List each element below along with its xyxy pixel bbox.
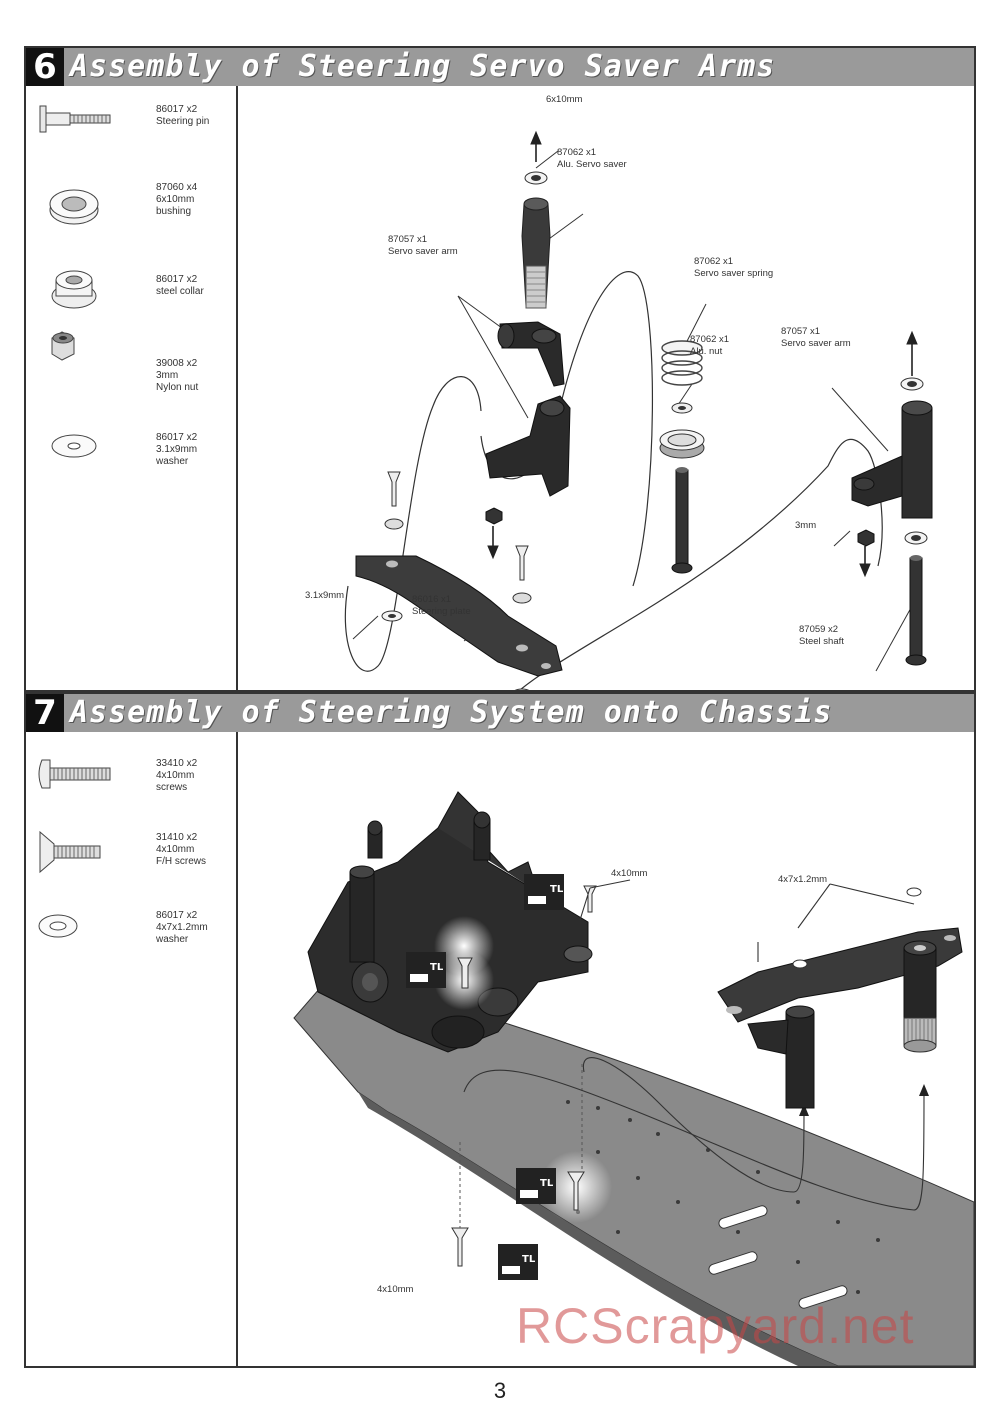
bushing-icon: [49, 189, 99, 225]
callout-spring-code: 87062 x1: [694, 256, 734, 267]
part-code: 86017 x2: [156, 432, 198, 443]
callout-plate-code: 86016 x1: [412, 594, 452, 605]
watermark: RCScrapyard.net: [516, 1298, 915, 1354]
servo-saver-exploded-diagram: [344, 130, 933, 690]
threadlock-badge: TL: [406, 952, 446, 988]
nylon-nut-icon: [51, 331, 75, 361]
section-7-header: 7 Assembly of Steering System onto Chass…: [26, 694, 974, 732]
callout-servo-arm-left-code: 87057 x1: [388, 234, 428, 245]
washer-icon: [38, 914, 78, 938]
part-name: 4x7x1.2mm: [156, 922, 208, 933]
part-code: 39008 x2: [156, 358, 198, 369]
callout-nut-3mm: 3mm: [795, 520, 817, 531]
part-name: 3mm: [156, 370, 179, 381]
section-title: Assembly of Steering System onto Chassis: [70, 695, 833, 730]
part-name: Steering pin: [156, 116, 210, 127]
svg-text:TL: TL: [430, 962, 444, 973]
part-code: 86017 x2: [156, 104, 198, 115]
part-name-2: bushing: [156, 206, 192, 217]
part-name: 6x10mm: [156, 194, 195, 205]
part-name: 4x10mm: [156, 770, 195, 781]
part-code: 86017 x2: [156, 274, 198, 285]
part-name: steel collar: [156, 286, 204, 297]
chassis-assembly-diagram: TL TL TL TL: [293, 791, 974, 1366]
callout-servo-saver-code: 87062 x1: [557, 147, 597, 158]
svg-text:TL: TL: [540, 1178, 554, 1189]
part-name: 4x10mm: [156, 844, 195, 855]
part-name-2: Nylon nut: [156, 382, 199, 393]
callout-screw-top: 4x10mm: [611, 868, 648, 879]
part-code: 86017 x2: [156, 910, 198, 921]
callout-washer-top: 4x7x1.2mm: [778, 874, 828, 885]
threadlock-badge: TL: [516, 1168, 556, 1204]
steel-collar-icon: [51, 270, 97, 309]
callout-servo-arm-left-name: Servo saver arm: [388, 246, 458, 257]
step-number: 7: [26, 694, 64, 732]
callout-servo-arm-right-code: 87057 x1: [781, 326, 821, 337]
callout-shaft-name: Steel shaft: [799, 636, 844, 647]
part-name: 3.1x9mm: [156, 444, 198, 455]
part-code: 33410 x2: [156, 758, 198, 769]
callout-plate-name: Steering plate: [412, 606, 471, 617]
page-number: 3: [493, 1378, 507, 1403]
callout-shaft-code: 87059 x2: [799, 624, 839, 635]
svg-text:TL: TL: [522, 1254, 536, 1265]
callout-alu-nut-name: Alu. nut: [690, 346, 723, 357]
steering-pin-icon: [39, 105, 111, 133]
section-6-header: 6 Assembly of Steering Servo Saver Arms: [26, 48, 974, 86]
threadlock-badge: TL: [524, 874, 564, 910]
callout-servo-arm-right-name: Servo saver arm: [781, 338, 851, 349]
part-name-2: washer: [156, 934, 189, 945]
section-title: Assembly of Steering Servo Saver Arms: [70, 49, 776, 84]
part-name-2: washer: [156, 456, 189, 467]
part-code: 31410 x2: [156, 832, 198, 843]
callout-washer-left: 3.1x9mm: [305, 590, 345, 601]
callout-servo-saver-name: Alu. Servo saver: [557, 159, 627, 170]
section-6: 6 Assembly of Steering Servo Saver Arms …: [24, 46, 976, 692]
part-name-2: screws: [156, 782, 188, 793]
flathead-screw-icon: [39, 830, 101, 874]
callout-spring-name: Servo saver spring: [694, 268, 774, 279]
callout-bushing: 6x10mm: [546, 94, 583, 105]
threadlock-badge: TL: [498, 1244, 538, 1280]
callout-alu-nut-code: 87062 x1: [690, 334, 730, 345]
step-number: 6: [26, 48, 64, 86]
svg-text:TL: TL: [550, 884, 564, 895]
washer-icon: [51, 434, 97, 458]
part-code: 87060 x4: [156, 182, 198, 193]
button-screw-icon: [38, 759, 111, 789]
part-name-2: F/H screws: [156, 856, 206, 867]
section-7: 7 Assembly of Steering System onto Chass…: [24, 692, 976, 1368]
callout-screw-bottom: 4x10mm: [377, 1284, 414, 1295]
